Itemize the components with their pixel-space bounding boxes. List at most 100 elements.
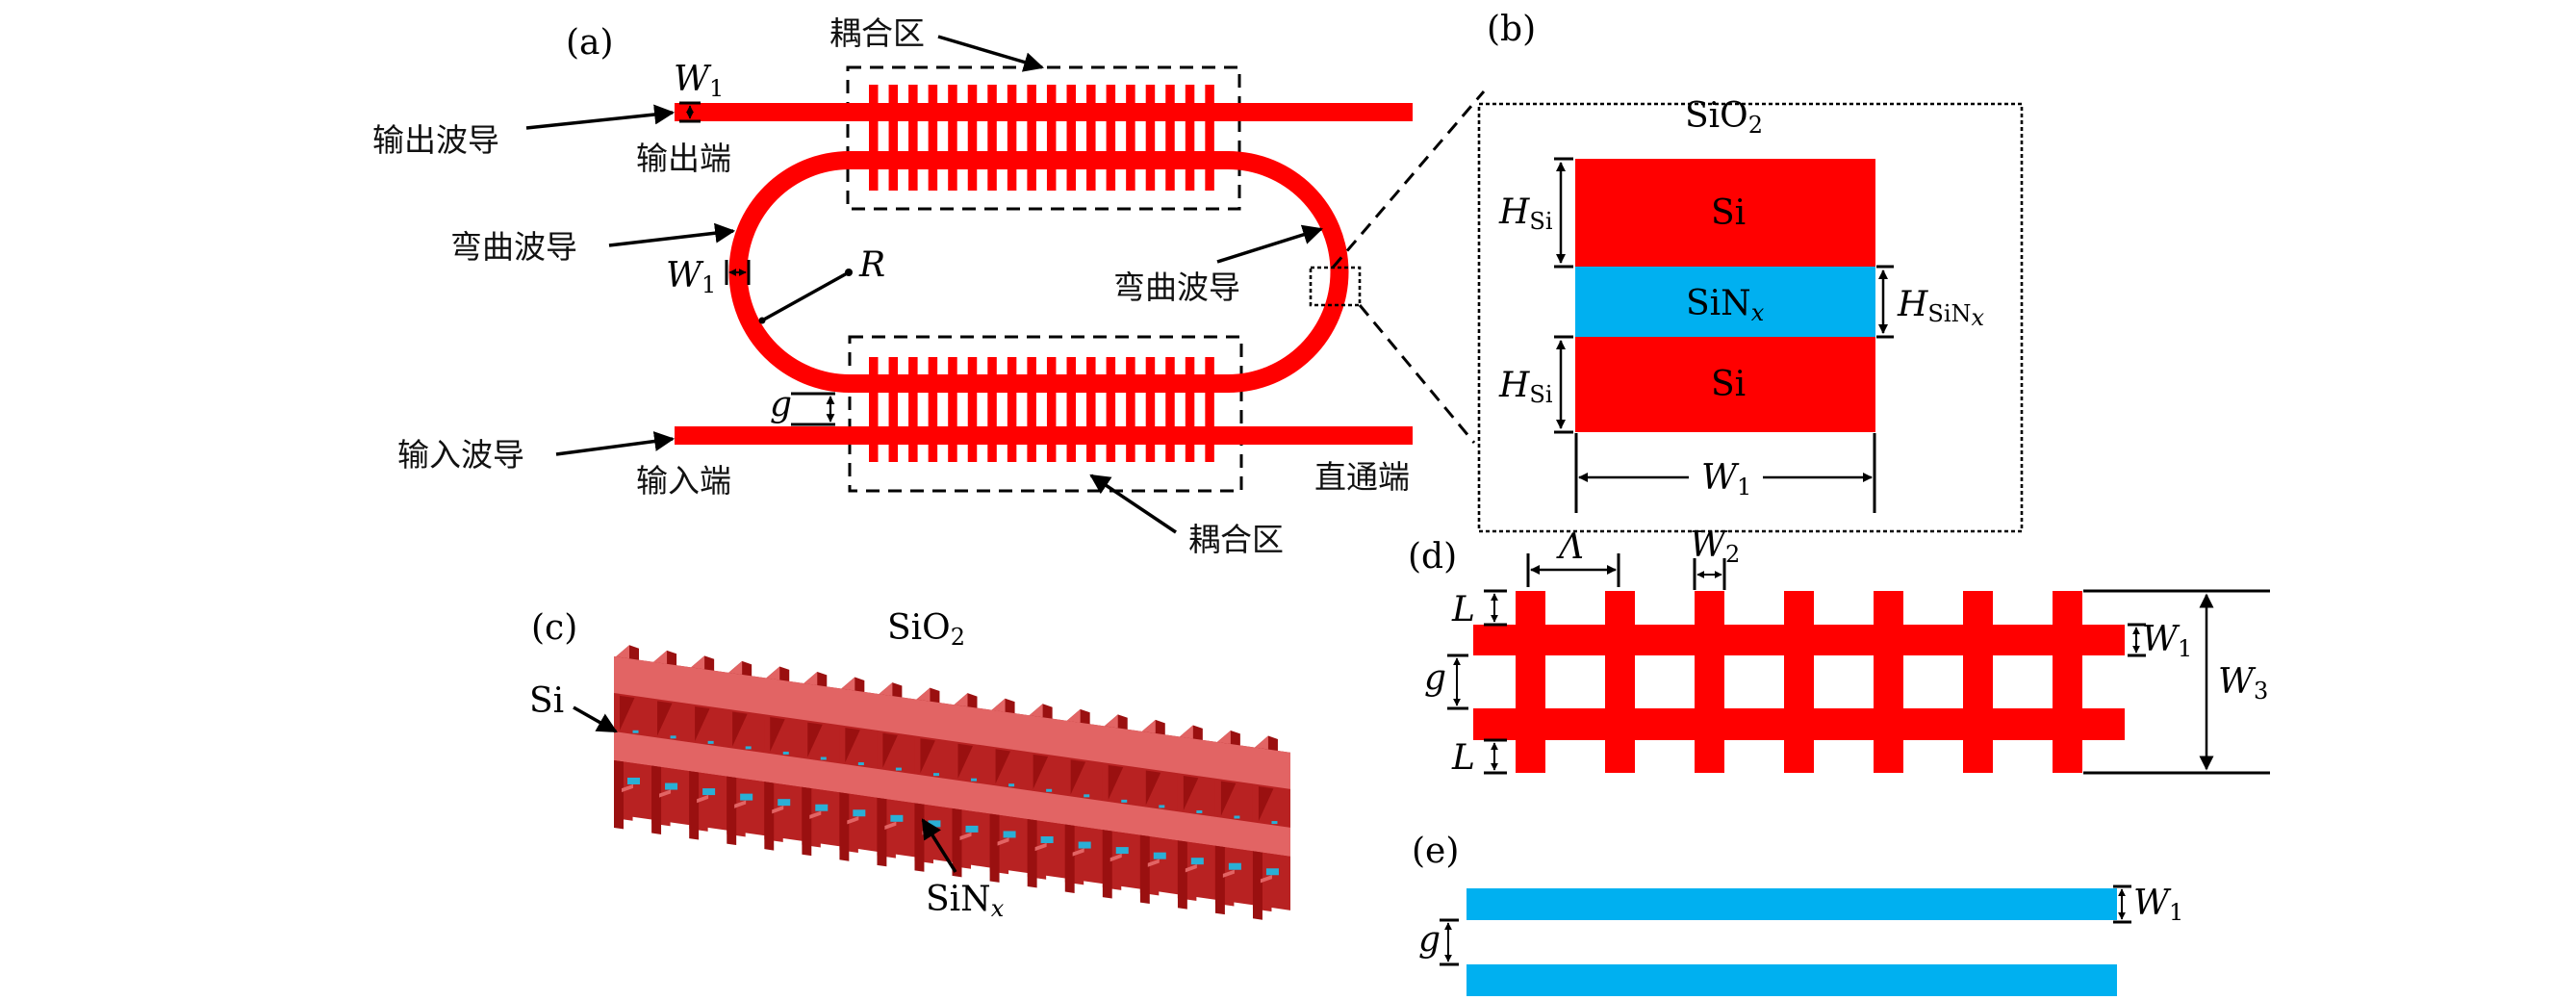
- grating-tooth: [869, 357, 879, 462]
- 3d-bottom-notch: [1196, 896, 1215, 915]
- 3d-lower-tooth-side: [1102, 830, 1112, 899]
- 3d-bottom-notch: [895, 854, 915, 873]
- 3d-top-tooth-face: [1141, 719, 1156, 733]
- 3d-lower-tooth-edge: [847, 816, 859, 825]
- 3d-lower-tooth-edge: [659, 789, 672, 798]
- panel-c-label: (c): [531, 608, 577, 648]
- coupling-top-arrow: [937, 35, 1045, 72]
- 3d-sinx-block: [1078, 841, 1091, 849]
- 3d-gap-shadow: [1258, 786, 1274, 822]
- output-port-label: 输出端: [636, 140, 731, 177]
- output-waveguide-label: 输出波导: [372, 121, 499, 159]
- 3d-top-tooth-face: [879, 682, 893, 697]
- grating-tooth: [1027, 85, 1036, 191]
- 3d-lower-tooth-side: [802, 786, 812, 857]
- w3-label: W3: [2218, 662, 2268, 705]
- si-bottom-layer-label: Si: [1711, 365, 1746, 404]
- zoom-projection-line-bottom: [1358, 304, 1476, 444]
- grating-tooth: [908, 357, 918, 462]
- 3d-gap-shadow: [957, 743, 973, 779]
- hsi-bottom-label: HSi: [1498, 366, 1553, 408]
- sio2-3d-label: SiO2: [887, 608, 965, 651]
- 3d-bottom-notch: [782, 837, 803, 857]
- bent-waveguide-right-arrow: [1216, 224, 1324, 264]
- si-3d-arrow: [573, 705, 618, 733]
- 3d-top-tooth-face: [803, 672, 818, 686]
- 3d-sinx-dot: [895, 767, 902, 771]
- 3d-gap-shadow: [695, 705, 710, 741]
- 3d-bottom-notch: [971, 864, 990, 884]
- 3d-bottom-notch: [632, 816, 652, 835]
- panel-a: (a) 耦合区 输出波导 输出端 W1 弯曲波导: [372, 14, 1486, 558]
- 3d-lower-tooth-edge: [734, 800, 747, 808]
- coupling-bottom-arrow: [1089, 474, 1177, 534]
- panel-c: (c) SiO2 Si SiNx: [529, 608, 1290, 926]
- grating-tooth: [1066, 357, 1076, 462]
- 3d-gap-shadow: [845, 728, 860, 763]
- grating-tooth: [1007, 357, 1017, 462]
- grating-tooth: [888, 85, 899, 191]
- radius-label: R: [858, 245, 885, 285]
- strip-wg-top: [1467, 888, 2117, 920]
- 3d-sinx-block: [890, 814, 904, 822]
- 3d-top-tooth-face: [1254, 735, 1268, 750]
- radius-end-dot: [758, 317, 766, 324]
- grating-tooth: [1126, 357, 1135, 462]
- 3d-lower-tooth-side: [877, 797, 887, 867]
- 3d-sinx-dot: [632, 730, 639, 733]
- ring-left-bend: [728, 151, 850, 393]
- 3d-lower-tooth-edge: [622, 783, 633, 793]
- 3d-bottom-notch: [1159, 891, 1178, 910]
- input-waveguide-label: 输入波导: [397, 436, 524, 474]
- grating-tooth: [2053, 591, 2082, 773]
- grating-tooth: [1145, 357, 1156, 462]
- panel-e-label: (e): [1412, 832, 1459, 871]
- panel-d-label: (d): [1408, 537, 1457, 577]
- panel-b-label: (b): [1487, 10, 1536, 49]
- 3d-gap-shadow: [732, 711, 748, 747]
- 3d-top-tooth-face: [653, 650, 668, 664]
- grating-tooth: [1027, 357, 1036, 462]
- 3d-top-tooth-face: [1179, 725, 1193, 739]
- 3d-sinx-block: [1153, 852, 1166, 859]
- grating-tooth: [908, 85, 918, 191]
- 3d-lower-tooth-side: [689, 771, 700, 840]
- 3d-lower-tooth-edge: [997, 837, 1009, 846]
- 3d-sinx-dot: [707, 740, 714, 744]
- 3d-sinx-block: [928, 820, 941, 828]
- 3d-lower-tooth-side: [651, 765, 662, 834]
- 3d-lower-tooth-edge: [1072, 848, 1084, 857]
- 3d-sinx-dot: [820, 756, 827, 760]
- 3d-bottom-notch: [745, 833, 765, 852]
- 3d-gap-shadow: [882, 732, 898, 768]
- 3d-sinx-block: [965, 825, 979, 833]
- 3d-bottom-notch: [1271, 908, 1290, 926]
- 3d-lower-tooth-side: [839, 792, 850, 861]
- si-layer-top: [1575, 159, 1875, 267]
- 3d-gap-shadow: [1183, 776, 1199, 811]
- 3d-sinx-dot: [1121, 799, 1128, 803]
- grating-top: [869, 85, 1214, 191]
- 3d-lower-tooth-edge: [884, 821, 897, 830]
- 3d-gap-shadow: [1033, 754, 1049, 789]
- cross-section-zoom-box: [1309, 266, 1362, 307]
- 3d-top-tooth-face: [616, 645, 629, 659]
- 3d-lower-tooth-edge: [772, 806, 784, 814]
- w1-ring-label: W1: [666, 256, 716, 298]
- 3d-sinx-dot: [782, 751, 789, 755]
- 3d-sinx-block: [1040, 835, 1054, 843]
- si-top-layer-label: Si: [1711, 193, 1746, 233]
- gap-label: g: [770, 385, 792, 424]
- 3d-lower-tooth-side: [914, 803, 925, 872]
- grating-tooth: [928, 85, 938, 191]
- si-3d-label: Si: [529, 681, 564, 721]
- 3d-lower-tooth-edge: [1222, 869, 1235, 878]
- panel-a-label: (a): [566, 23, 614, 63]
- radius-line: [761, 270, 850, 322]
- 3d-sinx-block: [1190, 858, 1204, 865]
- 3d-lower-tooth-side: [727, 776, 737, 846]
- 3d-sinx-block: [627, 777, 640, 784]
- 3d-lower-tooth-side: [1252, 851, 1262, 920]
- grating-tooth: [1165, 357, 1175, 462]
